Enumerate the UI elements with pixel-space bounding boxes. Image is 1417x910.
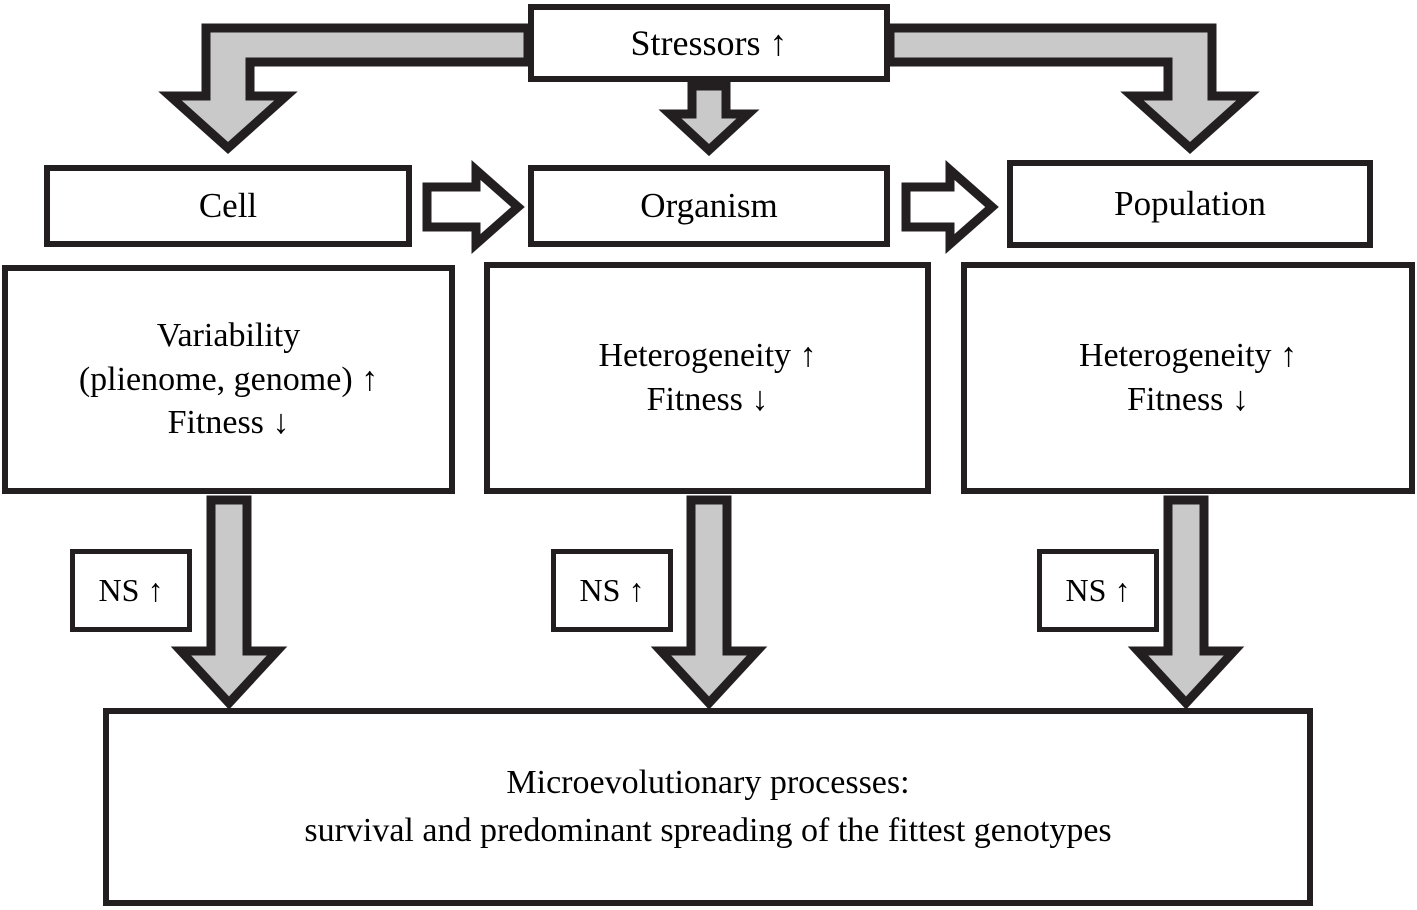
node-variability-label: Variability (plienome, genome) ↑ Fitness…: [78, 317, 379, 442]
node-ns-organism-label: NS ↑: [579, 572, 645, 609]
arrow-stressors-to-cell: [158, 23, 533, 155]
node-cell: Cell: [44, 165, 412, 247]
node-ns-organism: NS ↑: [551, 549, 673, 632]
arrow-heterogeneity-organism-to-microevolution: [650, 495, 768, 710]
node-heterogeneity-organism-label: Heterogeneity ↑ Fitness ↓: [598, 337, 817, 418]
node-microevolution-label: Microevolutionary processes: survival an…: [304, 763, 1112, 849]
node-variability: Variability (plienome, genome) ↑ Fitness…: [2, 265, 455, 494]
node-cell-label: Cell: [198, 185, 258, 225]
node-population-label: Population: [1114, 183, 1266, 223]
node-ns-cell: NS ↑: [70, 549, 192, 632]
node-ns-population-label: NS ↑: [1065, 572, 1131, 609]
node-stressors: Stressors ↑: [528, 4, 890, 82]
node-population: Population: [1007, 160, 1373, 248]
node-organism: Organism: [528, 165, 890, 247]
arrow-organism-to-population: [901, 160, 999, 254]
arrow-heterogeneity-population-to-microevolution: [1127, 495, 1245, 710]
node-heterogeneity-population: Heterogeneity ↑ Fitness ↓: [961, 262, 1415, 494]
node-stressors-label: Stressors ↑: [630, 22, 788, 63]
node-heterogeneity-organism: Heterogeneity ↑ Fitness ↓: [484, 262, 931, 494]
node-ns-cell-label: NS ↑: [98, 572, 164, 609]
arrow-variability-to-microevolution: [170, 495, 288, 710]
node-ns-population: NS ↑: [1037, 549, 1159, 632]
arrow-stressors-to-organism: [658, 81, 760, 157]
node-organism-label: Organism: [640, 185, 778, 225]
arrow-cell-to-organism: [422, 160, 525, 254]
node-microevolution: Microevolutionary processes: survival an…: [103, 708, 1313, 906]
node-heterogeneity-population-label: Heterogeneity ↑ Fitness ↓: [1078, 337, 1298, 418]
arrow-stressors-to-population: [885, 23, 1260, 155]
